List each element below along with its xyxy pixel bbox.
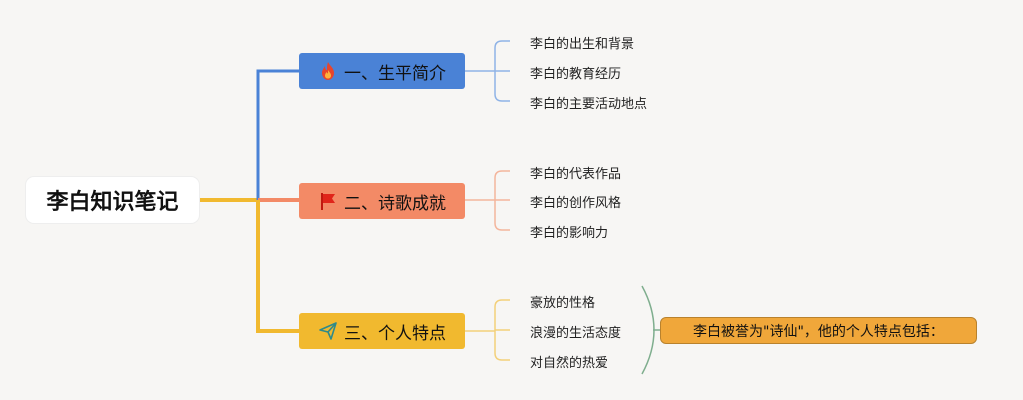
root-topic[interactable]: 李白知识笔记 [26, 177, 199, 223]
branch-topic-2[interactable]: 二、诗歌成就 [299, 183, 465, 219]
branch-3-label: 三、个人特点 [344, 323, 446, 344]
leaf-topic[interactable]: 李白的代表作品 [530, 167, 622, 182]
leaf-topic[interactable]: 李白的出生和背景 [530, 37, 635, 52]
leaf-topic[interactable]: 李白的创作风格 [530, 196, 622, 211]
branch-1-label: 一、生平简介 [344, 63, 446, 84]
red-flag-icon [318, 191, 338, 211]
leaf-connectors-branch-2 [465, 170, 510, 231]
leaf-topic[interactable]: 浪漫的生活态度 [530, 326, 622, 341]
leaf-topic[interactable]: 李白的主要活动地点 [530, 97, 648, 112]
leaf-connectors-branch-1 [465, 40, 510, 102]
flame-icon [318, 61, 338, 81]
summary-bracket [641, 285, 655, 375]
leaf-topic[interactable]: 豪放的性格 [530, 296, 596, 311]
branch-topic-3[interactable]: 三、个人特点 [299, 313, 465, 349]
paper-plane-icon [318, 321, 338, 341]
summary-topic[interactable]: 李白被誉为"诗仙"，他的个人特点包括： [660, 317, 977, 344]
summary-label: 李白被誉为"诗仙"，他的个人特点包括： [693, 323, 944, 340]
leaf-topic[interactable]: 对自然的热爱 [530, 356, 609, 371]
branch-topic-1[interactable]: 一、生平简介 [299, 53, 465, 89]
leaf-topic[interactable]: 李白的影响力 [530, 226, 609, 241]
connector-branch-1 [256, 69, 299, 200]
root-topic-label: 李白知识笔记 [46, 190, 179, 215]
connector-branch-3 [256, 200, 299, 333]
branch-2-label: 二、诗歌成就 [344, 193, 446, 214]
leaf-connectors-branch-3 [465, 299, 510, 361]
leaf-topic[interactable]: 李白的教育经历 [530, 67, 622, 82]
